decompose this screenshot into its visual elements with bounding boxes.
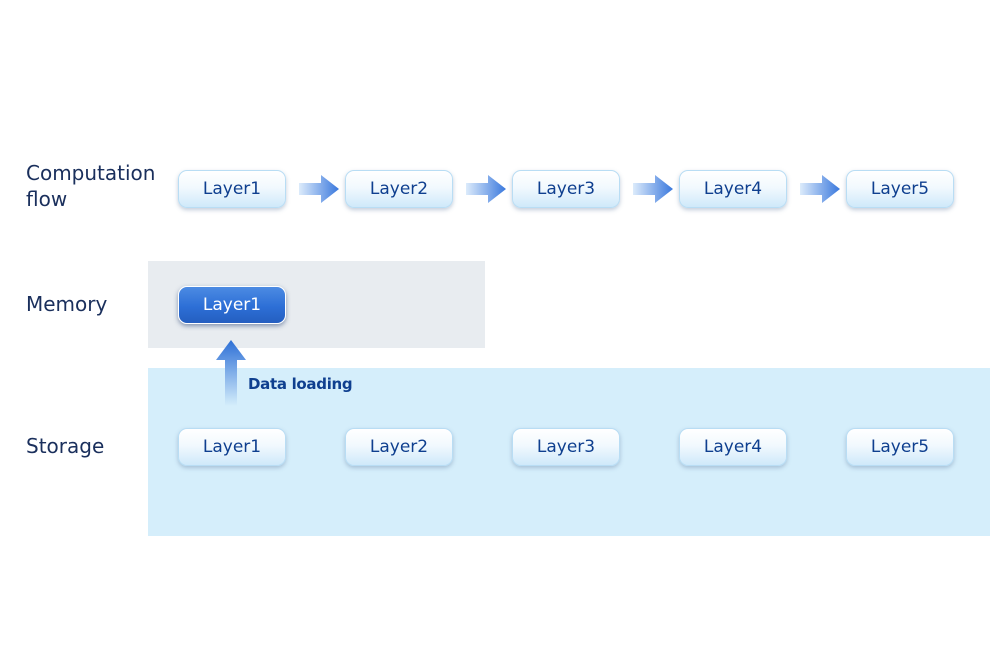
- storage-layer-5: Layer5: [846, 428, 954, 466]
- flow-arrow-2-icon: [466, 175, 506, 203]
- label-computation-flow: Computation flow: [26, 161, 156, 211]
- label-storage: Storage: [26, 434, 105, 458]
- storage-layer-4: Layer4: [679, 428, 787, 466]
- computation-layer-1: Layer1: [178, 170, 286, 208]
- data-loading-label: Data loading: [248, 375, 353, 393]
- data-loading-arrow-icon: [216, 340, 246, 406]
- computation-layer-2: Layer2: [345, 170, 453, 208]
- storage-layer-2: Layer2: [345, 428, 453, 466]
- storage-layer-1: Layer1: [178, 428, 286, 466]
- computation-layer-3: Layer3: [512, 170, 620, 208]
- flow-arrow-3-icon: [633, 175, 673, 203]
- computation-layer-4: Layer4: [679, 170, 787, 208]
- flow-arrow-4-icon: [800, 175, 840, 203]
- storage-layer-3: Layer3: [512, 428, 620, 466]
- computation-layer-5: Layer5: [846, 170, 954, 208]
- memory-layer-1: Layer1: [178, 286, 286, 324]
- label-memory: Memory: [26, 292, 108, 316]
- flow-arrow-1-icon: [299, 175, 339, 203]
